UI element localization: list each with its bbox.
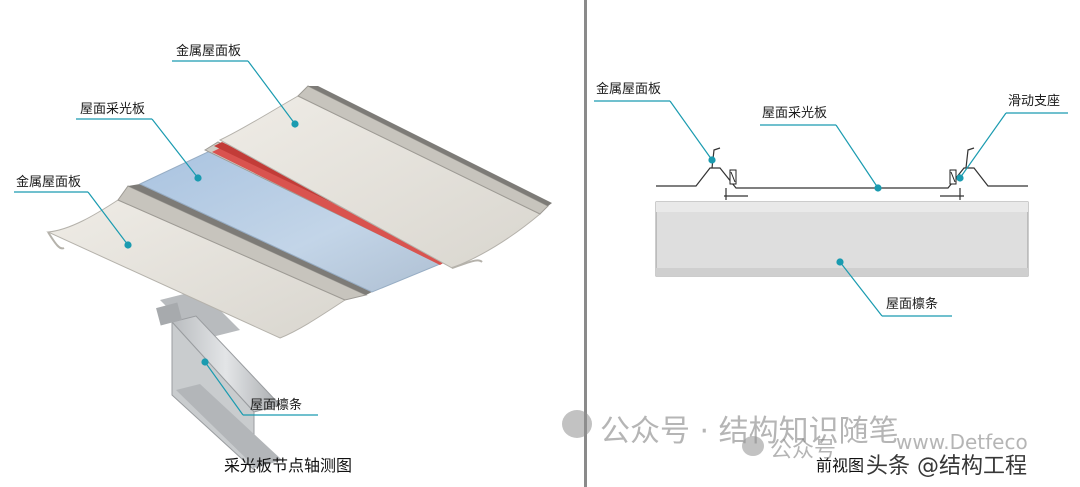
leader-front-skylight-dot [874,184,882,192]
metal-roof-panel-left [46,184,372,339]
panel-divider [584,0,587,487]
leader-front-metal-dot [708,156,716,164]
leader-sliding-support-dot [956,174,964,182]
site-watermark: www.Detfeco [896,430,1028,454]
roof-profile [656,147,1028,200]
label-front-skylight-panel: 屋面采光板 [762,106,828,121]
caption-front-view: 前视图 [816,456,865,475]
metal-roof-panel-right [218,85,552,269]
leader-metal-left [87,191,129,246]
caption-axonometric: 采光板节点轴测图 [224,456,353,475]
front-view-panel: 金属屋面板 屋面采光板 滑动支座 屋面檩条 前视图 [588,0,1080,487]
leader-skylight-dot [194,174,202,182]
sliding-support-right [949,169,957,185]
axonometric-panel: 金属屋面板 屋面采光板 金属屋面板 屋面檩条 采光板节点轴测图 [14,44,552,475]
label-metal-roof-panel-left: 金属屋面板 [16,175,82,190]
leader-metal-left-dot [124,241,132,249]
leader-skylight [151,118,199,179]
leader-purlin [204,361,244,416]
sliding-support-left [729,169,737,185]
leader-purlin-dot [201,358,209,366]
leader-front-metal [669,100,713,161]
wechat-watermark-icon [562,410,592,438]
leader-front-purlin [839,261,883,317]
label-skylight-panel: 屋面采光板 [80,102,146,117]
axonometric-drawing [14,60,552,472]
leader-metal-top-dot [291,120,299,128]
leader-sliding-support [959,112,1007,179]
label-purlin: 屋面檩条 [250,398,303,413]
label-front-purlin: 屋面檩条 [886,297,939,312]
label-metal-roof-panel-top: 金属屋面板 [176,44,242,59]
leader-front-purlin-dot [836,258,844,266]
toutiao-watermark: 头条 @结构工程 [866,454,1027,479]
wechat-small-watermark: 公众号 [770,438,837,463]
label-sliding-support: 滑动支座 [1008,94,1061,109]
purlin-shape [156,290,282,472]
wechat-small-watermark-icon [742,436,764,456]
leader-front-skylight [835,124,879,189]
front-view-drawing [594,100,1068,317]
label-front-metal-roof-panel: 金属屋面板 [596,82,662,97]
leader-metal-top [247,60,296,125]
